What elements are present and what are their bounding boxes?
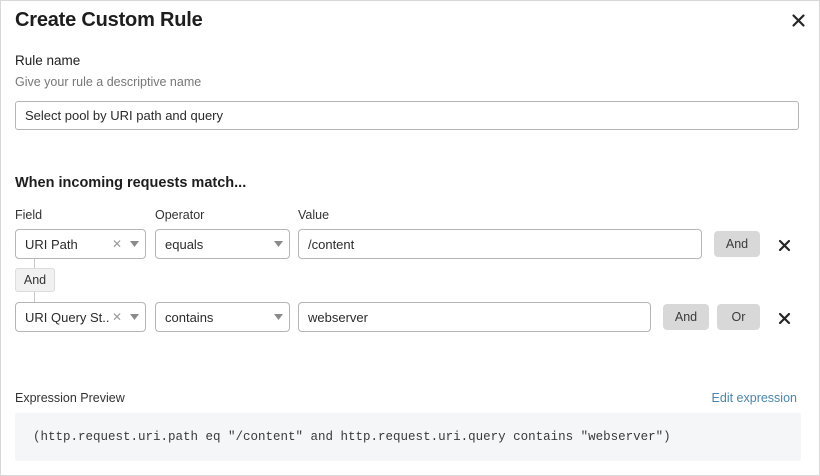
rule-name-input[interactable]	[15, 101, 799, 130]
expression-preview-label: Expression Preview	[15, 391, 125, 405]
column-header-value: Value	[298, 208, 330, 222]
value-input-2[interactable]	[298, 302, 651, 332]
and-button-2[interactable]: And	[663, 304, 709, 330]
delete-icon[interactable]	[773, 307, 795, 329]
field-select-2[interactable]: URI Query St... ✕	[15, 302, 146, 332]
edit-expression-link[interactable]: Edit expression	[711, 391, 797, 405]
clear-icon[interactable]: ✕	[111, 237, 122, 251]
expression-preview-code: (http.request.uri.path eq "/content" and…	[15, 413, 801, 461]
column-header-field: Field	[15, 208, 43, 222]
chevron-down-icon[interactable]	[271, 241, 285, 247]
group-connector-and[interactable]: And	[15, 268, 55, 292]
clear-icon[interactable]: ✕	[111, 310, 122, 324]
or-button-2[interactable]: Or	[717, 304, 760, 330]
field-select-value-2: URI Query St...	[25, 309, 110, 325]
operator-select-2[interactable]: contains	[155, 302, 290, 332]
rule-name-label: Rule name	[15, 53, 81, 68]
operator-select-value-1: equals	[165, 236, 204, 252]
value-input-1[interactable]	[298, 229, 702, 259]
operator-select-value-2: contains	[165, 309, 214, 325]
field-select-value-1: URI Path	[25, 236, 78, 252]
match-section-heading: When incoming requests match...	[15, 175, 247, 191]
column-header-operator: Operator	[155, 208, 205, 222]
close-icon[interactable]	[787, 9, 809, 31]
operator-select-1[interactable]: equals	[155, 229, 290, 259]
chevron-down-icon[interactable]	[271, 314, 285, 320]
delete-icon[interactable]	[773, 234, 795, 256]
field-select-1[interactable]: URI Path ✕	[15, 229, 146, 259]
chevron-down-icon[interactable]	[127, 314, 141, 320]
rule-name-help-text: Give your rule a descriptive name	[15, 75, 202, 89]
and-button-1[interactable]: And	[714, 231, 760, 257]
chevron-down-icon[interactable]	[127, 241, 141, 247]
dialog-title: Create Custom Rule	[15, 9, 203, 31]
